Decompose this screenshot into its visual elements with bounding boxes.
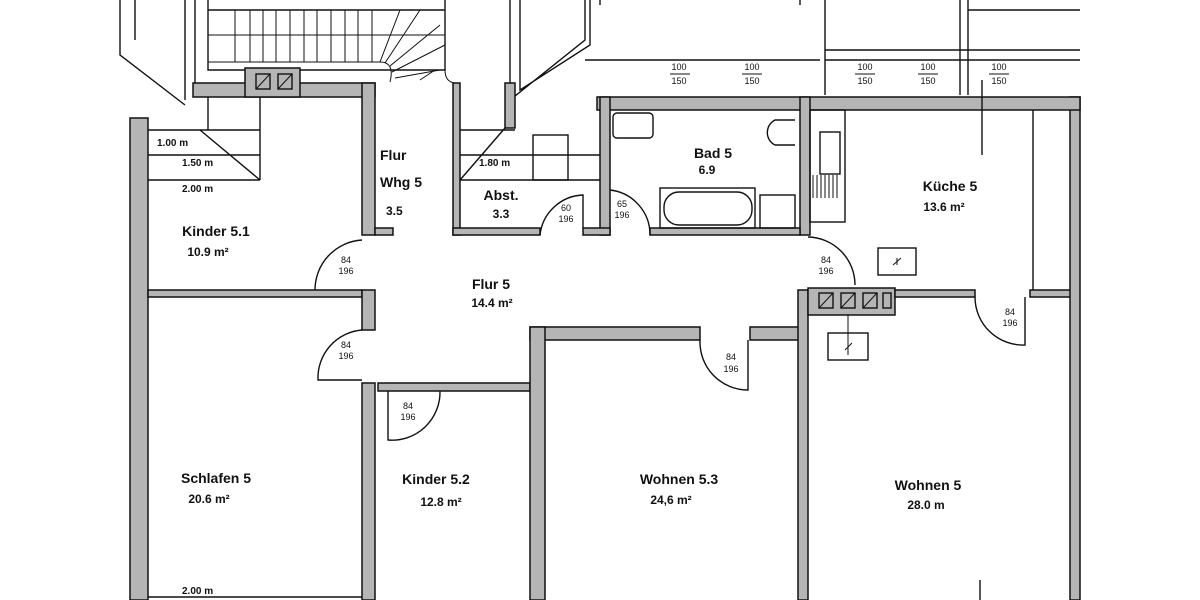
room-area-kinder52: 12.8 m² <box>420 495 461 509</box>
room-name-kinder52: Kinder 5.2 <box>402 471 470 487</box>
svg-text:84: 84 <box>341 255 351 265</box>
room-area-schlafen: 20.6 m² <box>188 492 229 506</box>
room-name-flur5: Flur 5 <box>472 276 510 292</box>
room-name-abst: Abst. <box>484 187 519 203</box>
svg-text:150: 150 <box>671 76 686 86</box>
svg-text:100: 100 <box>744 62 759 72</box>
svg-text:196: 196 <box>614 210 629 220</box>
room-area-flur5: 14.4 m² <box>471 296 512 310</box>
svg-text:150: 150 <box>744 76 759 86</box>
room-area-abst: 3.3 <box>493 207 510 221</box>
room-name-schlafen: Schlafen 5 <box>181 470 251 486</box>
svg-text:1.50 m: 1.50 m <box>182 158 213 169</box>
room-area-flur-whg: 3.5 <box>386 204 403 218</box>
svg-text:100: 100 <box>991 62 1006 72</box>
room-area-wohnen53: 24,6 m² <box>650 493 691 507</box>
svg-text:1.00 m: 1.00 m <box>157 138 188 149</box>
svg-text:1.80 m: 1.80 m <box>479 158 510 169</box>
svg-text:150: 150 <box>857 76 872 86</box>
room-name-bad: Bad 5 <box>694 145 732 161</box>
svg-text:196: 196 <box>1002 318 1017 328</box>
svg-text:150: 150 <box>920 76 935 86</box>
room-area-wohnen5: 28.0 m <box>907 498 944 512</box>
svg-text:65: 65 <box>617 199 627 209</box>
svg-text:2.00 m: 2.00 m <box>182 184 213 195</box>
room-name-flur-whg-2: Whg 5 <box>380 174 422 190</box>
door-swings <box>314 189 1026 441</box>
chimney-flues <box>255 73 917 361</box>
svg-text:100: 100 <box>857 62 872 72</box>
svg-text:2.00 m: 2.00 m <box>182 586 213 597</box>
svg-text:196: 196 <box>338 351 353 361</box>
room-area-kinder51: 10.9 m² <box>187 245 228 259</box>
walls <box>129 67 1081 600</box>
room-name-flur-whg: Flur <box>380 147 407 163</box>
svg-text:84: 84 <box>341 340 351 350</box>
svg-text:196: 196 <box>723 364 738 374</box>
svg-text:84: 84 <box>403 401 413 411</box>
room-name-wohnen53: Wohnen 5.3 <box>640 471 719 487</box>
room-name-kinder51: Kinder 5.1 <box>182 223 250 239</box>
svg-text:84: 84 <box>1005 307 1015 317</box>
room-area-bad: 6.9 <box>699 163 716 177</box>
room-name-kueche: Küche 5 <box>923 178 978 194</box>
svg-text:196: 196 <box>818 266 833 276</box>
svg-text:60: 60 <box>561 203 571 213</box>
svg-text:100: 100 <box>920 62 935 72</box>
svg-text:84: 84 <box>821 255 831 265</box>
dimension-labels: 1.00 m 1.50 m 2.00 m 1.80 m 2.00 m <box>157 138 510 597</box>
svg-text:150: 150 <box>991 76 1006 86</box>
room-name-wohnen5: Wohnen 5 <box>895 477 962 493</box>
svg-text:196: 196 <box>338 266 353 276</box>
room-labels: Kinder 5.1 10.9 m² Flur Whg 5 3.5 Abst. … <box>181 145 977 512</box>
svg-text:196: 196 <box>558 214 573 224</box>
svg-text:196: 196 <box>400 412 415 422</box>
room-area-kueche: 13.6 m² <box>923 200 964 214</box>
staircase <box>208 9 456 84</box>
svg-text:84: 84 <box>726 352 736 362</box>
svg-text:100: 100 <box>671 62 686 72</box>
fixtures <box>148 80 1034 600</box>
